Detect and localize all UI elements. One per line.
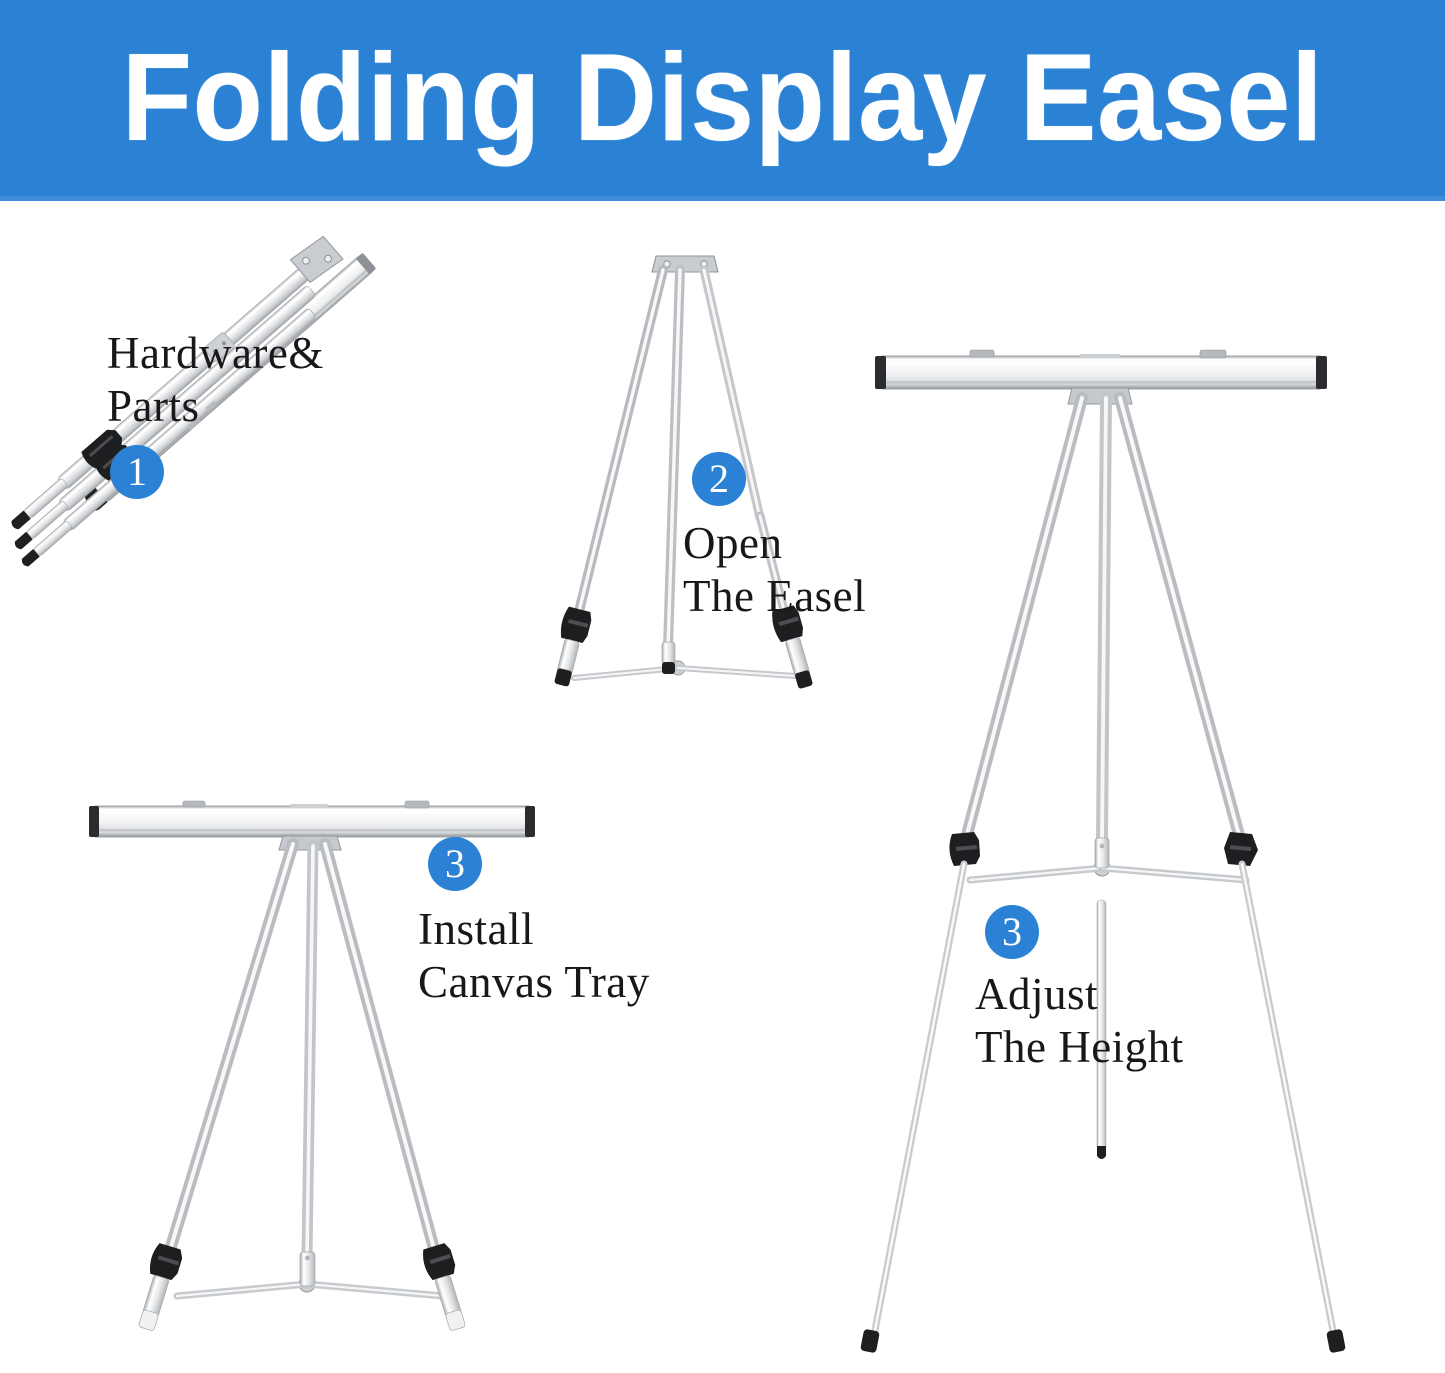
step-1-caption: Hardware& Parts <box>107 328 324 432</box>
open-easel-tripod-illustration <box>528 248 858 738</box>
step-3-install-tray-number-badge: 3 <box>428 837 482 891</box>
canvas-tray-bar <box>875 349 1327 390</box>
step-3-install-tray-caption: Install Canvas Tray <box>418 904 650 1008</box>
step-1-number-badge: 1 <box>110 445 164 499</box>
header-banner: Folding Display Easel <box>0 0 1445 196</box>
step-2-number-badge: 2 <box>692 452 746 506</box>
page-title: Folding Display Easel <box>121 29 1324 167</box>
step-2-caption: Open The Easel <box>683 518 867 622</box>
easel-with-canvas-tray-illustration <box>85 790 605 1360</box>
banner-underline-divider <box>0 196 1445 201</box>
canvas-tray-bar <box>89 800 535 838</box>
extended-height-easel-illustration <box>780 340 1420 1370</box>
step-4-adjust-height-caption: Adjust The Height <box>975 969 1184 1073</box>
center-leg-extension <box>1094 837 1110 1159</box>
left-leg-clamp <box>949 832 980 866</box>
right-leg-clamp <box>1224 832 1258 866</box>
step-4-adjust-height-number-badge: 3 <box>985 905 1039 959</box>
